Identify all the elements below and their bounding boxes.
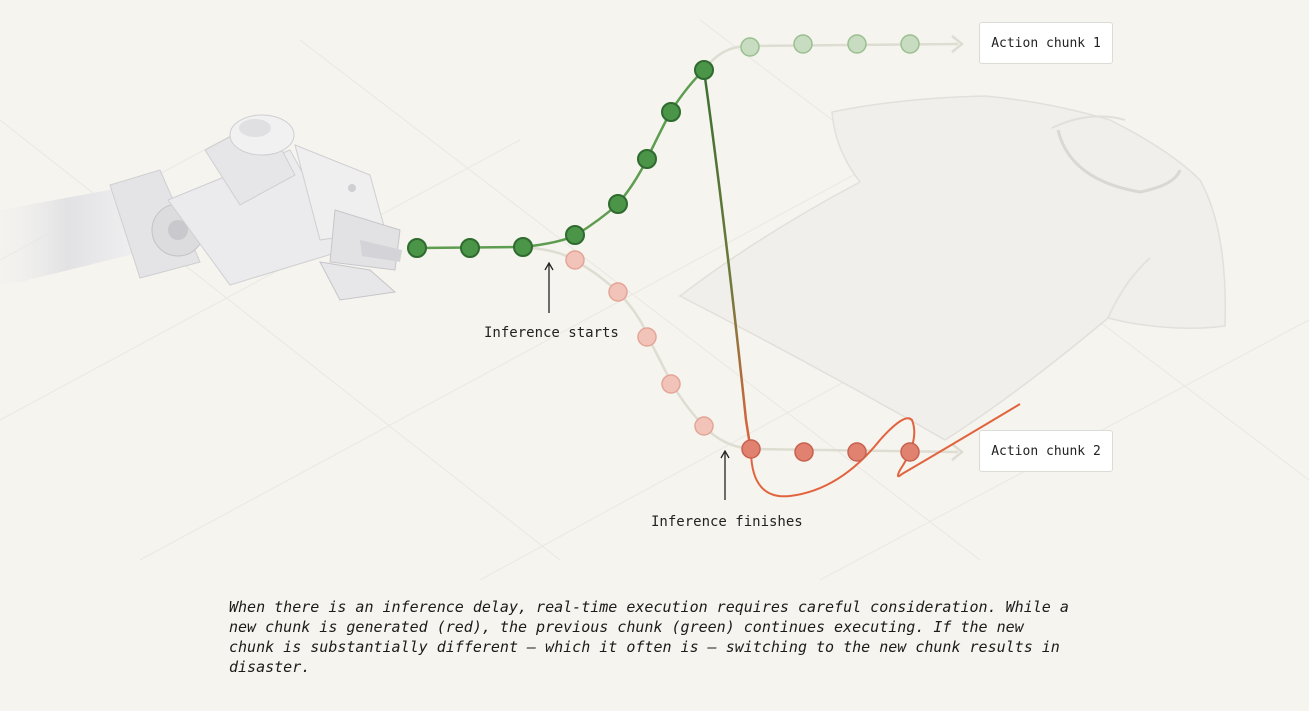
- chunk2-pending-point: [661, 374, 681, 394]
- chunk2-pending-point: [565, 250, 585, 270]
- chunk2-point: [794, 442, 814, 462]
- chunk1-point: [407, 238, 427, 258]
- figure-caption: When there is an inference delay, real-t…: [229, 598, 1069, 676]
- chunk1-points: [407, 60, 714, 258]
- inference-finishes-label: Inference finishes: [651, 514, 803, 530]
- chunk1-future-point: [793, 34, 813, 54]
- chunk1-point: [513, 237, 533, 257]
- chunk2-pending-point: [608, 282, 628, 302]
- chunk1-point: [565, 225, 585, 245]
- chunk1-point: [608, 194, 628, 214]
- inference-finishes-arrow: [720, 449, 730, 500]
- chunk2-pending-point: [637, 327, 657, 347]
- chunk2-points: [741, 439, 920, 462]
- chunk2-pending-point: [694, 416, 714, 436]
- tshirt-icon: [678, 95, 1227, 441]
- chunk2-point: [900, 442, 920, 462]
- chunk2-point: [847, 442, 867, 462]
- chunk1-point: [637, 149, 657, 169]
- diagram-canvas: [0, 19, 1309, 580]
- chunk2-pending-points: [565, 250, 714, 436]
- diagram-figure: Action chunk 1 Action chunk 2 Inference …: [0, 19, 1309, 580]
- chunk1-future-point: [900, 34, 920, 54]
- robot-arm-icon: [0, 114, 402, 301]
- chunk1-point: [460, 238, 480, 258]
- overshoot-trajectory: [750, 403, 1021, 498]
- chunk1-point: [661, 102, 681, 122]
- chunk1-future-point: [847, 34, 867, 54]
- green-trajectory: [416, 69, 705, 250]
- action-chunk-2-label: Action chunk 2: [979, 430, 1113, 472]
- action-chunk-1-label: Action chunk 1: [979, 22, 1113, 64]
- chunk1-point: [694, 60, 714, 80]
- inference-starts-label: Inference starts: [484, 325, 619, 341]
- chunk1-future-point: [740, 37, 760, 57]
- chunk1-future-points: [740, 34, 920, 57]
- chunk2-point: [741, 439, 761, 459]
- inference-starts-arrow: [544, 261, 554, 313]
